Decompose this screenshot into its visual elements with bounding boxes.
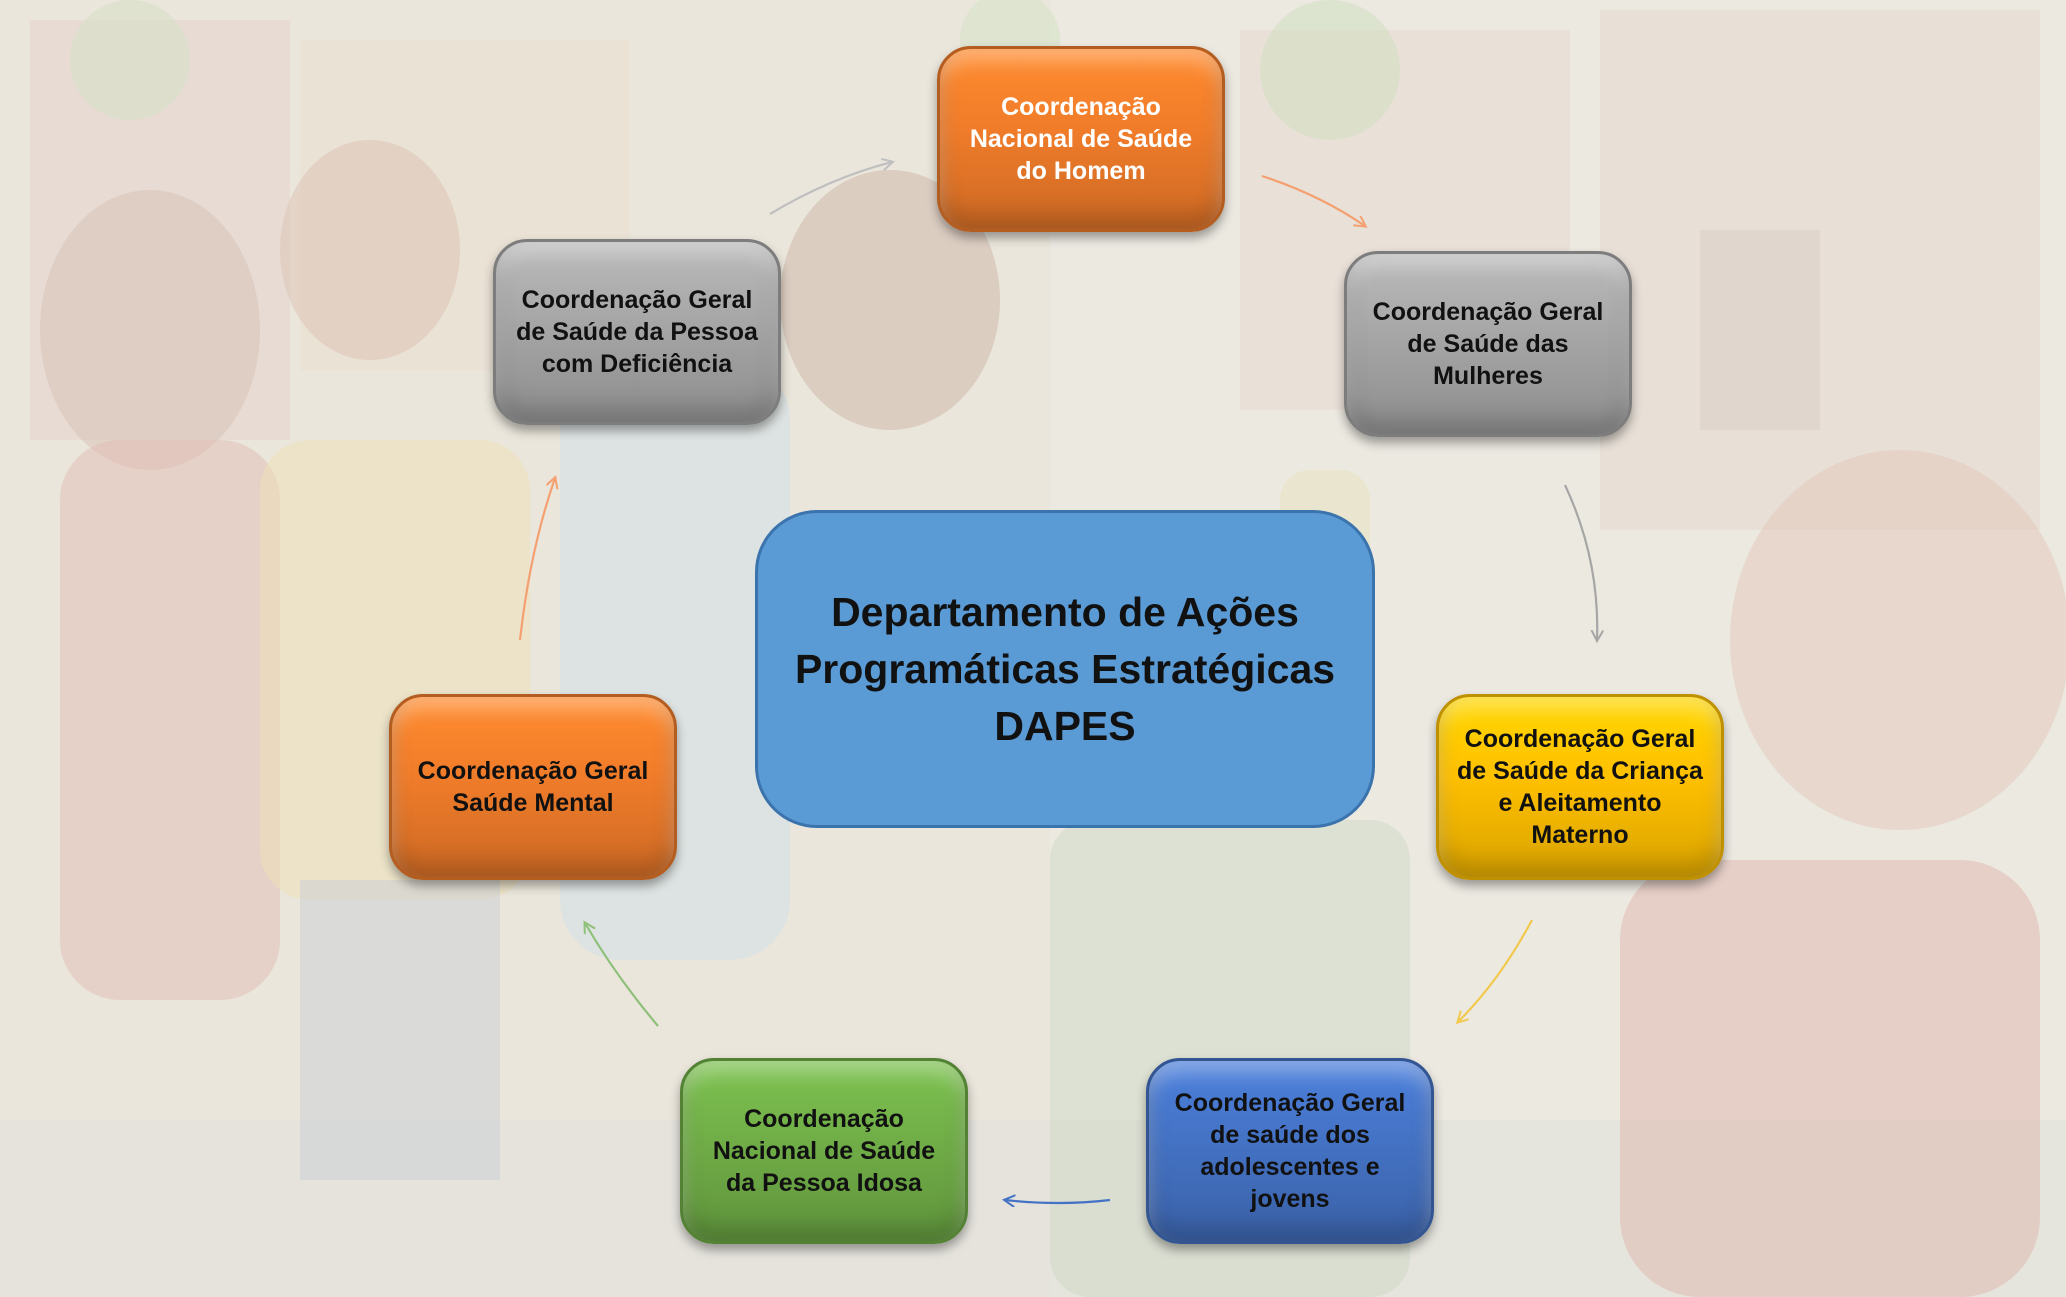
center-department-label: Departamento de Ações Programáticas Estr… bbox=[794, 588, 1336, 749]
node-saude-pessoa-idosa: Coordenação Nacional de Saúde da Pessoa … bbox=[680, 1058, 968, 1244]
node-saude-adolescentes: Coordenação Geral de saúde dos adolescen… bbox=[1146, 1058, 1434, 1244]
node-pessoa-deficiencia: Coordenação Geral de Saúde da Pessoa com… bbox=[493, 239, 781, 425]
node-saude-mental-label: Coordenação Geral Saúde Mental bbox=[417, 757, 649, 817]
node-saude-homem-label: Coordenação Nacional de Saúde do Homem bbox=[969, 93, 1193, 185]
node-saude-mulheres-label: Coordenação Geral de Saúde das Mulheres bbox=[1372, 298, 1604, 390]
node-saude-mulheres: Coordenação Geral de Saúde das Mulheres bbox=[1344, 251, 1632, 437]
node-pessoa-deficiencia-label: Coordenação Geral de Saúde da Pessoa com… bbox=[516, 286, 758, 378]
node-saude-adolescentes-label: Coordenação Geral de saúde dos adolescen… bbox=[1174, 1089, 1406, 1213]
node-saude-crianca: Coordenação Geral de Saúde da Criança e … bbox=[1436, 694, 1724, 880]
node-saude-mental: Coordenação Geral Saúde Mental bbox=[389, 694, 677, 880]
node-saude-homem: Coordenação Nacional de Saúde do Homem bbox=[937, 46, 1225, 232]
node-saude-crianca-label: Coordenação Geral de Saúde da Criança e … bbox=[1457, 725, 1703, 849]
node-saude-pessoa-idosa-label: Coordenação Nacional de Saúde da Pessoa … bbox=[712, 1105, 936, 1197]
center-department-box: Departamento de Ações Programáticas Estr… bbox=[755, 510, 1375, 828]
